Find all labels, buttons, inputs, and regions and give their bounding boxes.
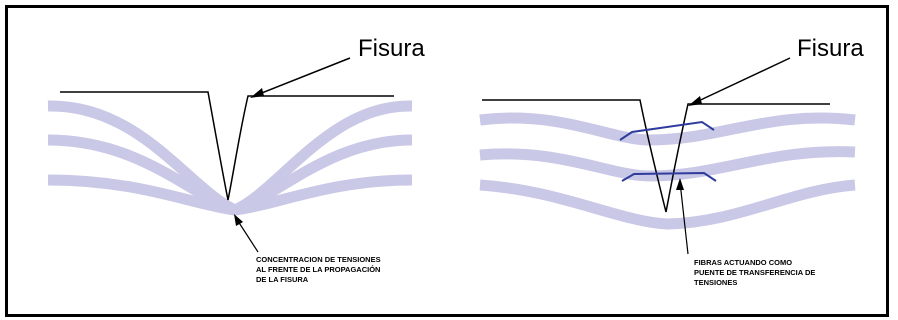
right-stress-bands: [479, 112, 856, 230]
fiber-bridge-2: [621, 171, 717, 182]
stress-band-1: [47, 100, 413, 217]
left-note-line-2: AL FRENTE DE LA PROPAGACIÓN: [256, 265, 380, 274]
left-note-line-3: DE LA FISURA: [256, 275, 309, 284]
stress-band-1: [479, 112, 856, 146]
left-stress-bands: [47, 100, 413, 217]
left-note-line-1: CONCENTRACION DE TENSIONES: [256, 255, 381, 264]
fiber-bridge-1: [619, 120, 715, 141]
right-note-line-1: FIBRAS ACTUANDO COMO: [694, 258, 792, 267]
right-crack-label: Fisura: [797, 35, 864, 62]
left-crack-label: Fisura: [358, 35, 425, 62]
right-crack-leader-arrow: [691, 57, 791, 105]
left-crack-leader-arrow: [253, 57, 351, 97]
left-panel: Fisura CONCENTRACION DE TENSIONES AL FRE…: [47, 35, 425, 284]
right-panel: Fisura FIBRAS ACTUANDO COMO PUENTE DE TR…: [479, 35, 864, 287]
right-crack-arrowhead: [688, 96, 702, 106]
left-crack-arrowhead: [250, 88, 264, 98]
right-note-leader-arrow: [679, 181, 689, 255]
left-note-arrowhead: [234, 214, 243, 226]
right-note-line-2: PUENTE DE TRANSFERENCIA DE: [694, 268, 815, 277]
right-specimen-outline: [482, 99, 830, 213]
stress-band-2: [47, 134, 413, 216]
stress-band-3: [47, 174, 413, 216]
right-note-line-3: TENSIONES: [694, 278, 737, 287]
right-note-arrowhead: [676, 178, 684, 190]
figure-frame: [5, 5, 889, 317]
left-specimen-outline: [60, 91, 394, 201]
stress-band-2: [479, 146, 856, 182]
stress-band-3: [479, 179, 856, 230]
